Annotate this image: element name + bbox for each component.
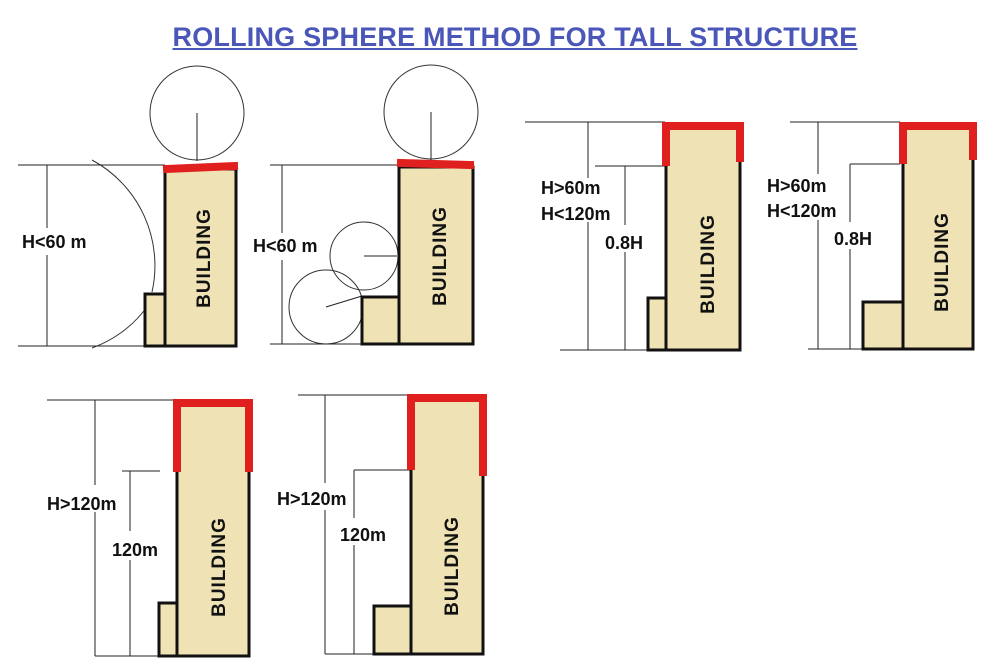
zone-label: 0.8H (834, 229, 872, 249)
protection-zone (162, 161, 239, 174)
building (397, 165, 475, 346)
protection-zone (173, 399, 253, 472)
page-title: ROLLING SPHERE METHOD FOR TALL STRUCTURE (172, 22, 858, 52)
annex (372, 604, 413, 656)
height-label-max: H<120m (767, 201, 837, 221)
building (901, 124, 975, 351)
height-label-min: H>60m (767, 176, 827, 196)
building-label: BUILDING (430, 206, 451, 306)
annex (143, 292, 167, 348)
protection-zone (396, 158, 475, 170)
building-label: BUILDING (932, 212, 953, 312)
annex (861, 300, 905, 351)
zone-label: 120m (340, 525, 386, 545)
height-label: H<60 m (253, 236, 318, 256)
rolling-sphere-arc-upper (91, 159, 156, 293)
annex (646, 296, 668, 352)
protection-zone (407, 394, 487, 476)
sphere-radius-line (325, 295, 363, 308)
diagram-2: H<60 m BUILDING (253, 64, 479, 346)
building-label: BUILDING (209, 517, 230, 617)
annex (360, 295, 401, 346)
diagram-1: H<60 m BUILDING (18, 65, 245, 349)
diagram-4: H>60m H<120m 0.8H BUILDING (767, 121, 977, 351)
zone-label: 120m (112, 540, 158, 560)
building (163, 167, 238, 348)
building-label: BUILDING (442, 516, 463, 616)
rolling-sphere-arc-lower (91, 306, 148, 349)
building (409, 396, 485, 656)
protection-zone (662, 122, 744, 166)
diagram-5: H>120m 120m BUILDING (47, 399, 253, 658)
height-label: H<60 m (22, 232, 87, 252)
height-label-min: H>60m (541, 178, 601, 198)
height-label-max: H<120m (541, 204, 611, 224)
diagram-3: H>60m H<120m 0.8H BUILDING (525, 121, 744, 352)
diagram-6: H>120m 120m BUILDING (277, 394, 487, 656)
protection-zone (899, 122, 977, 164)
annex (157, 601, 179, 658)
zone-label: 0.8H (605, 233, 643, 253)
building-label: BUILDING (194, 208, 215, 308)
height-label: H>120m (47, 494, 117, 514)
building (175, 401, 251, 658)
height-label: H>120m (277, 489, 347, 509)
building-label: BUILDING (698, 214, 719, 314)
